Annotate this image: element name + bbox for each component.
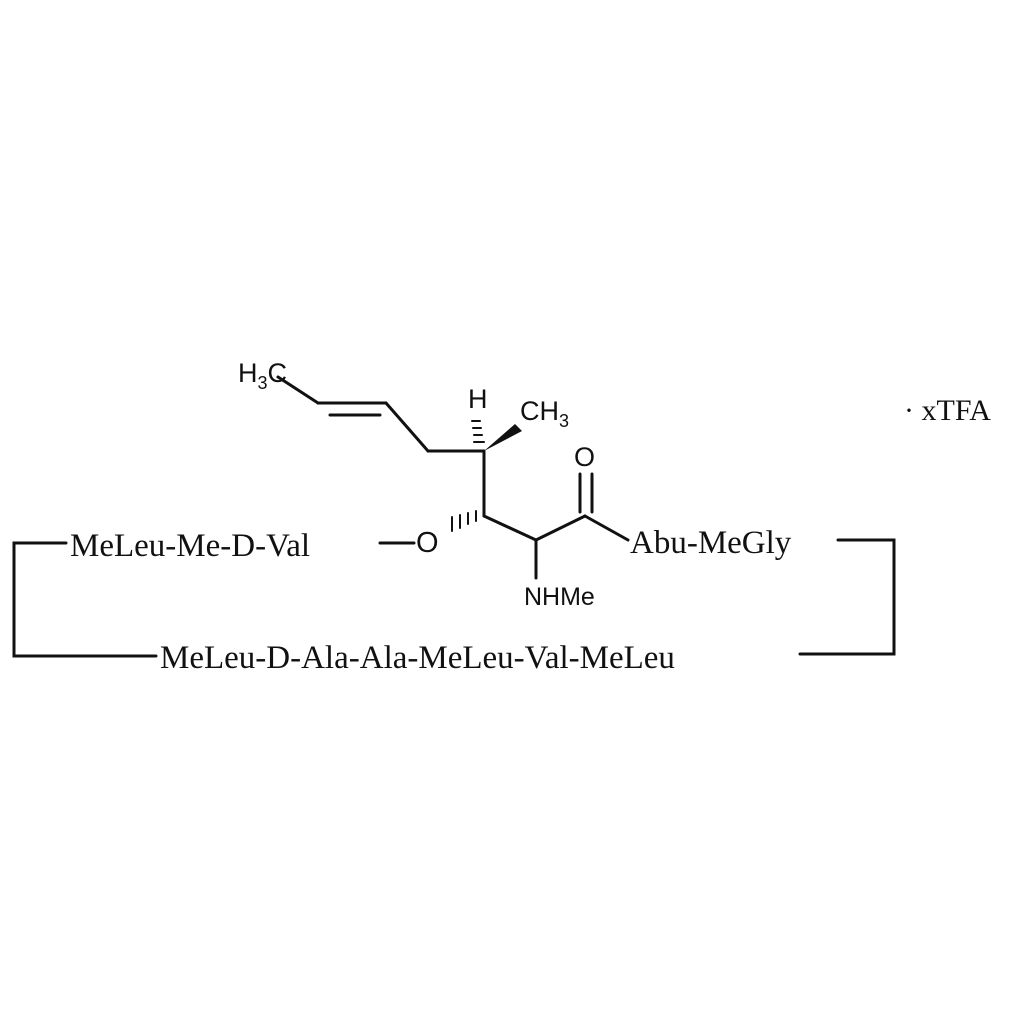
bond-carbonyl-to-abu bbox=[583, 514, 630, 542]
carbonyl-oxygen-label: O bbox=[574, 442, 595, 472]
wedge-bond-ch3 bbox=[484, 424, 522, 451]
hashed-bond-o bbox=[451, 510, 477, 532]
bond-ocarbon-to-alpha bbox=[482, 514, 538, 542]
residue-lower: MeLeu-D-Ala-Ala-MeLeu-Val-MeLeu bbox=[160, 640, 675, 676]
methyl-label: CH3 bbox=[520, 396, 569, 431]
ring-right-connector bbox=[798, 538, 896, 656]
residue-upper-left: MeLeu-Me-D-Val bbox=[70, 528, 310, 564]
hashed-bond-h bbox=[471, 420, 485, 443]
residue-upper-right: Abu-MeGly bbox=[630, 525, 792, 561]
bond-ch3-to-alkene bbox=[276, 375, 320, 405]
bond-alpha-to-carbonyl bbox=[534, 514, 587, 542]
terminal-methyl-label: H3C bbox=[238, 358, 287, 393]
bond-alkene-to-ch2 bbox=[384, 401, 430, 453]
salt-label: · xTFA bbox=[904, 394, 991, 427]
ether-oxygen-label: O bbox=[416, 527, 439, 559]
nhme-label: NHMe bbox=[524, 583, 595, 611]
ring-left-connector bbox=[12, 541, 158, 658]
stereo-h-label: H bbox=[468, 384, 488, 414]
